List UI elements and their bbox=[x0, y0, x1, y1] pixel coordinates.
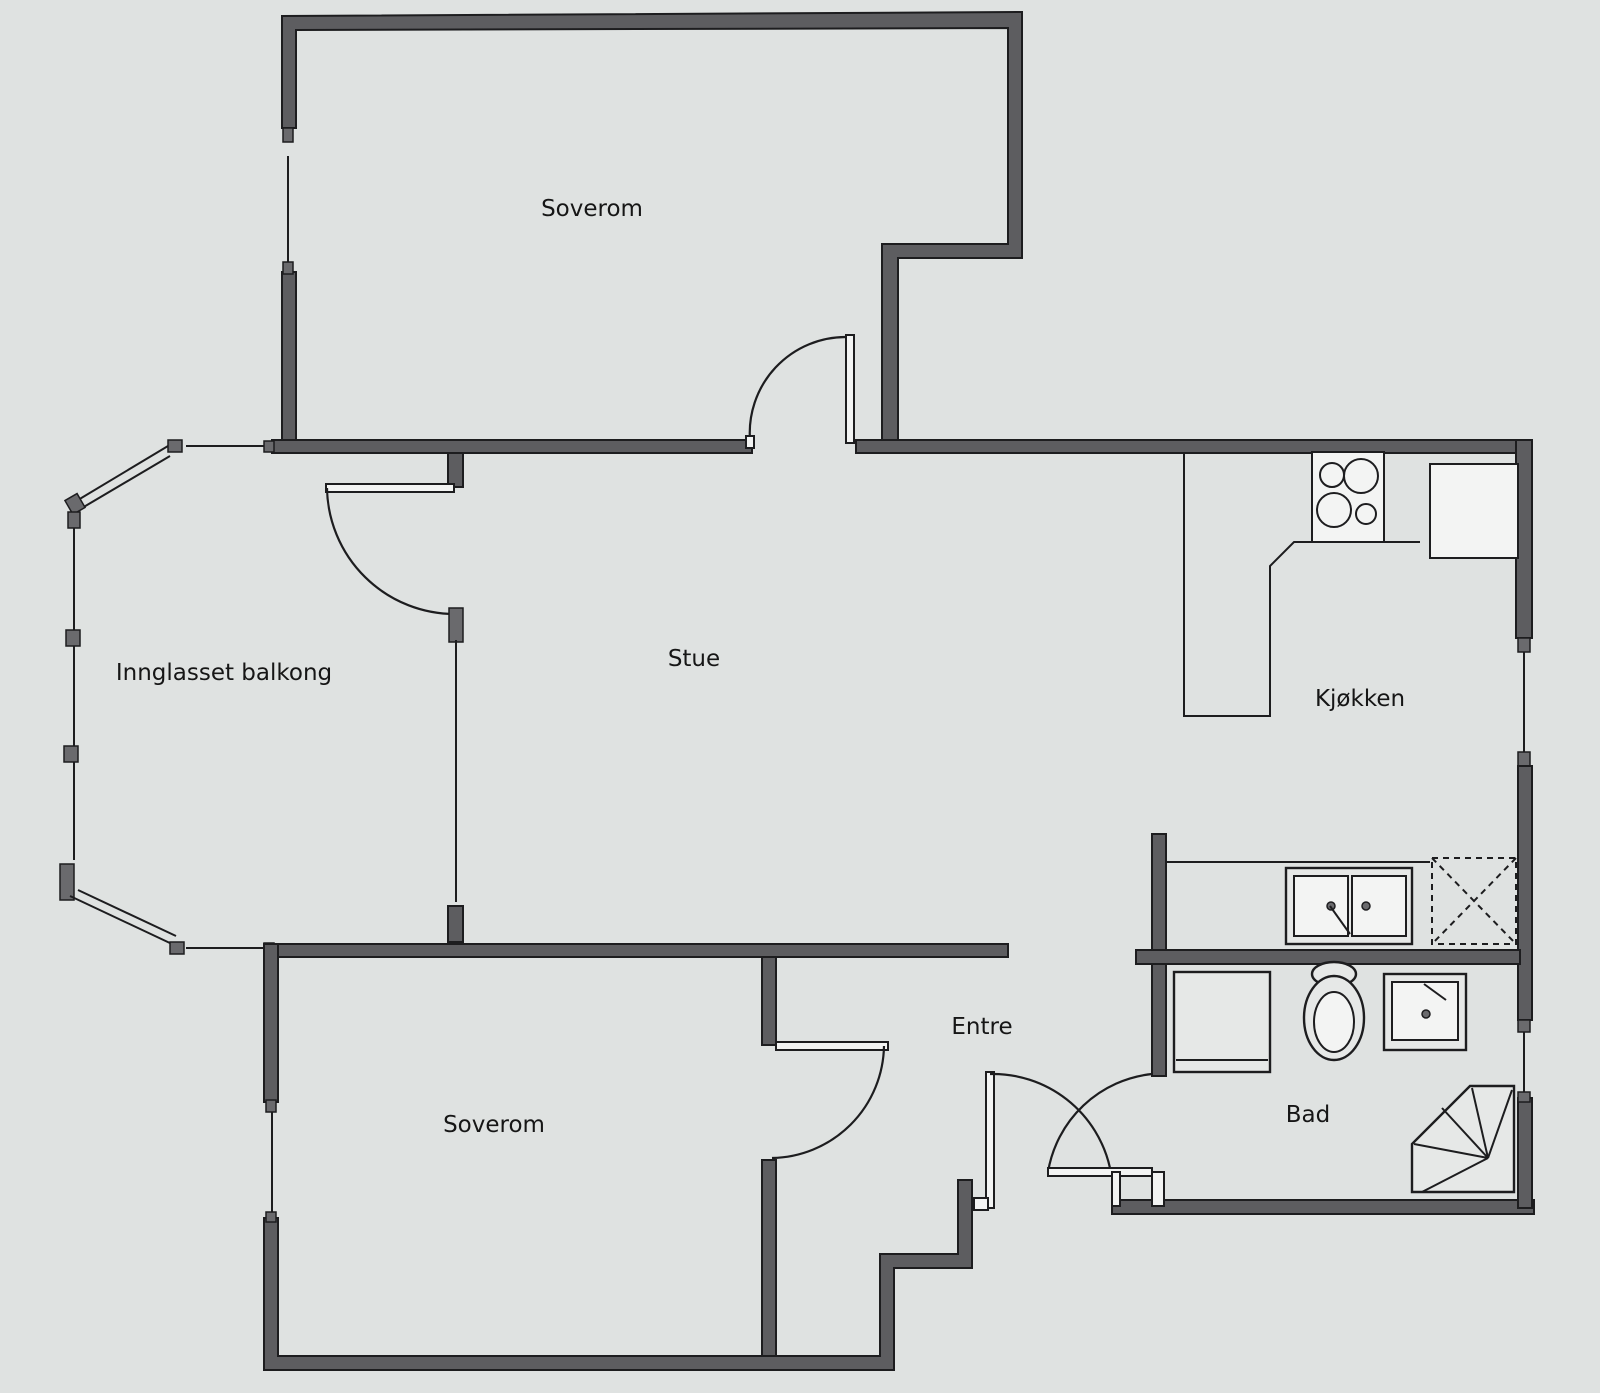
room-label-living-room: Stue bbox=[668, 646, 720, 672]
bedroom-top-walls bbox=[281, 10, 1023, 443]
room-label-glazed-balcony: Innglasset balkong bbox=[116, 660, 332, 686]
room-label-bathroom: Bad bbox=[1286, 1102, 1330, 1128]
room-label-bedroom-bottom: Soverom bbox=[443, 1112, 545, 1138]
kitchen-fittings bbox=[1183, 451, 1519, 717]
bathroom-window bbox=[1517, 1019, 1531, 1103]
room-label-bedroom-top: Soverom bbox=[541, 196, 643, 222]
bathroom-walls bbox=[1111, 949, 1535, 1215]
bedroom-top-window bbox=[282, 127, 294, 275]
living-north-wall bbox=[271, 439, 1533, 639]
kitchen-counter bbox=[1151, 833, 1517, 1077]
bedroom-top-door bbox=[745, 334, 855, 449]
bathroom-fixtures bbox=[1172, 960, 1516, 1194]
entrance-door bbox=[973, 1071, 1112, 1211]
room-label-hallway: Entre bbox=[951, 1014, 1012, 1040]
bathroom-door bbox=[1046, 1072, 1165, 1207]
living-south-wall bbox=[263, 943, 1009, 1103]
bedroom-bottom-walls bbox=[263, 956, 973, 1371]
bedroom-bottom-door bbox=[771, 1041, 889, 1160]
glazed-balcony-glazing bbox=[59, 439, 275, 955]
room-label-kitchen: Kjøkken bbox=[1315, 686, 1405, 712]
balcony-door bbox=[325, 483, 464, 943]
bedroom-bottom-window bbox=[265, 1099, 277, 1223]
